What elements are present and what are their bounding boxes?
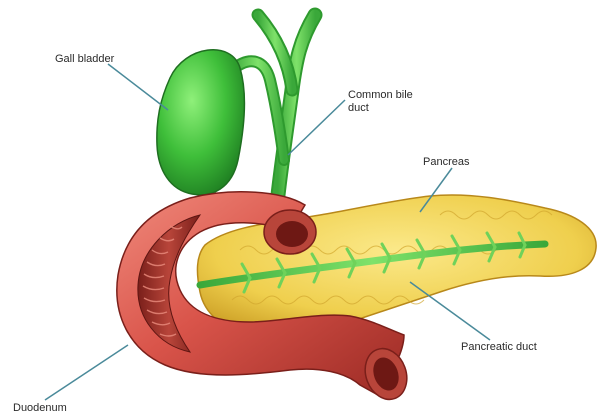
label-pancreatic-duct: Pancreatic duct	[461, 341, 537, 354]
leader-pancreatic-duct	[410, 282, 490, 340]
label-pancreas: Pancreas	[423, 156, 469, 169]
leader-gall-bladder	[108, 64, 168, 110]
label-duodenum: Duodenum	[13, 402, 67, 415]
label-gall-bladder: Gall bladder	[55, 53, 114, 66]
leader-duodenum	[45, 345, 128, 400]
label-common-bile-duct-line2: duct	[348, 102, 413, 115]
label-common-bile-duct-line1: Common bile	[348, 89, 413, 102]
gall-bladder-shape	[157, 50, 245, 195]
label-common-bile-duct: Common bile duct	[348, 89, 413, 115]
